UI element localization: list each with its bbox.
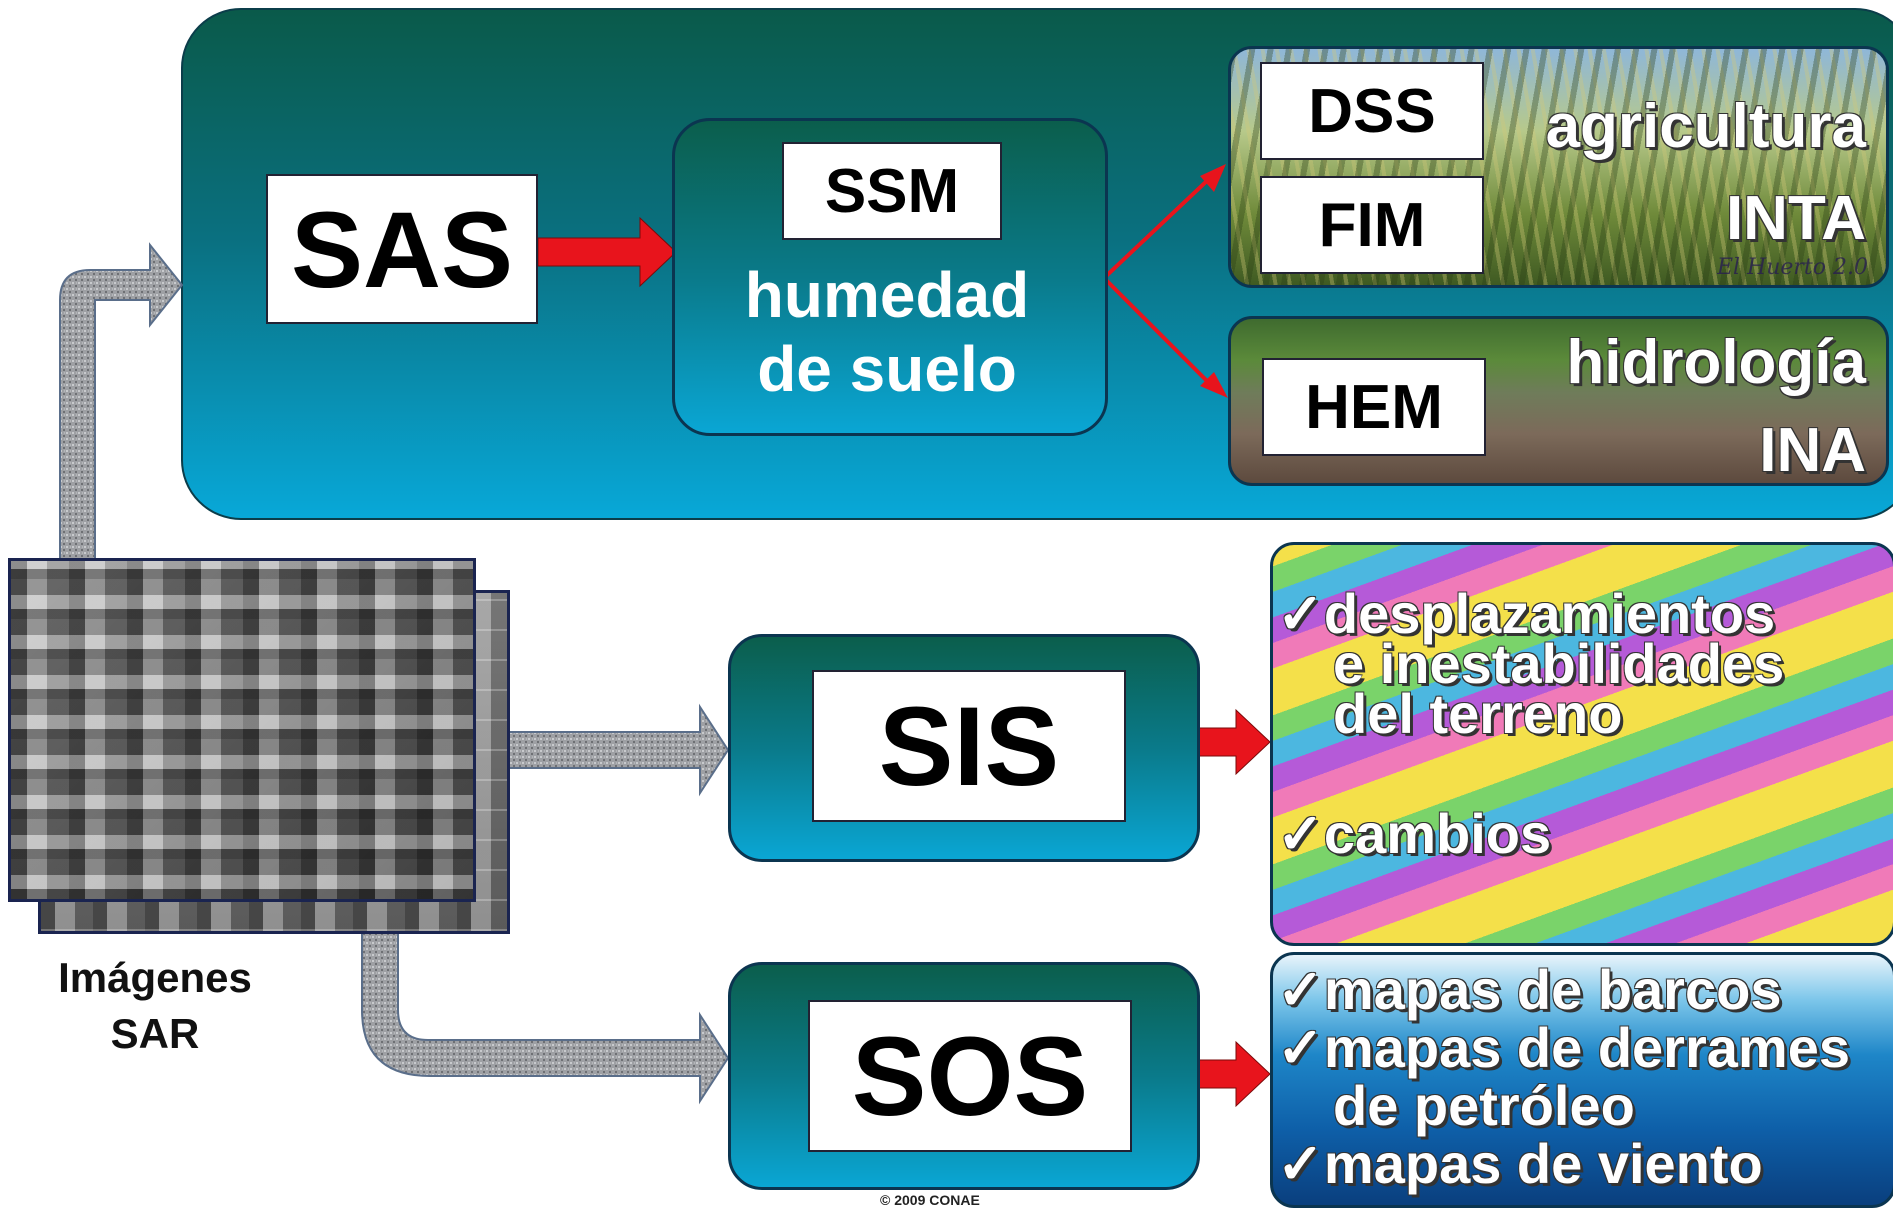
check-icon: ✓ — [1277, 1016, 1324, 1079]
sas-box: SAS — [266, 174, 538, 324]
hem-label: HEM — [1305, 372, 1443, 442]
arrow-ssm-to-hem — [1102, 276, 1212, 386]
hydrology-org: INA — [1759, 416, 1866, 485]
sas-label: SAS — [290, 188, 514, 310]
dss-box: DSS — [1260, 62, 1484, 160]
photo-watermark: El Huerto 2.0 — [1716, 255, 1868, 280]
interferogram-panel: ✓desplazamientos e inestabilidades del t… — [1270, 542, 1893, 946]
sos-result-1: mapas de barcos — [1323, 958, 1782, 1021]
arrow-sos-to-results — [1194, 1040, 1271, 1108]
ssm-line-2: de suelo — [757, 333, 1017, 405]
sos-results-list: ✓mapas de barcos ✓mapas de derrames de p… — [1277, 961, 1850, 1193]
arrow-to-sis — [499, 703, 730, 797]
sos-result-2-line-1: mapas de derrames — [1323, 1016, 1850, 1079]
agriculture-title: agricultura — [1545, 92, 1866, 161]
copyright-footer: © 2009 CONAE — [880, 1192, 980, 1208]
check-icon: ✓ — [1277, 958, 1324, 1021]
ssm-label-box: SSM — [782, 142, 1002, 240]
sis-result-2: ✓cambios — [1277, 801, 1551, 867]
arrow-to-sas — [59, 242, 184, 561]
check-icon: ✓ — [1277, 802, 1324, 865]
arrow-to-sos — [361, 927, 730, 1105]
sos-label-box: SOS — [808, 1000, 1132, 1152]
fim-box: FIM — [1260, 176, 1484, 274]
sis-result-1-line-2: e inestabilidades — [1333, 632, 1785, 695]
sis-label: SIS — [878, 683, 1060, 809]
check-icon: ✓ — [1277, 582, 1324, 645]
ocean-panel: ✓mapas de barcos ✓mapas de derrames de p… — [1270, 952, 1893, 1208]
ssm-description: humedad de suelo — [672, 258, 1102, 406]
sar-caption-line-2: SAR — [110, 1010, 200, 1057]
hem-box: HEM — [1262, 358, 1486, 456]
dss-label: DSS — [1308, 76, 1436, 146]
sis-result-1-line-3: del terreno — [1333, 682, 1623, 745]
agriculture-org: INTA — [1725, 184, 1866, 253]
sis-label-box: SIS — [812, 670, 1126, 822]
sos-result-3: mapas de viento — [1323, 1132, 1763, 1195]
check-icon: ✓ — [1277, 1132, 1324, 1195]
sis-result-2-text: cambios — [1323, 802, 1552, 865]
sar-caption-line-1: Imágenes — [58, 954, 252, 1001]
sis-result-1: ✓desplazamientos e inestabilidades del t… — [1277, 586, 1785, 742]
fim-label: FIM — [1318, 190, 1426, 260]
arrow-ssm-to-dss — [1102, 176, 1212, 280]
hydrology-title: hidrología — [1566, 328, 1866, 397]
ssm-label: SSM — [824, 156, 960, 226]
sos-result-2-line-2: de petróleo — [1333, 1074, 1635, 1137]
arrow-sis-to-results — [1194, 708, 1271, 776]
arrow-sas-to-ssm — [537, 216, 677, 288]
sar-caption: Imágenes SAR — [20, 950, 290, 1062]
sar-image-front — [8, 558, 476, 902]
sis-result-1-line-1: desplazamientos — [1323, 582, 1776, 645]
sos-label: SOS — [851, 1013, 1089, 1139]
hydrology-photo: hidrología INA — [1228, 316, 1889, 486]
ssm-line-1: humedad — [744, 259, 1030, 331]
